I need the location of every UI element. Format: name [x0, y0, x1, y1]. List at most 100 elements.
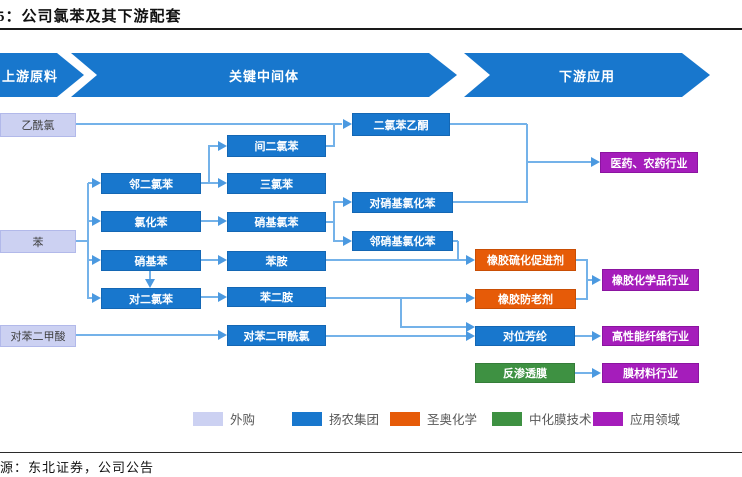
legend-item: 应用领域 — [593, 409, 680, 428]
node-o-dcb: 邻二氯苯 — [101, 173, 201, 194]
arrowhead-right-icon — [466, 331, 475, 341]
connector-line — [208, 145, 220, 147]
legend-swatch — [292, 411, 322, 426]
arrowhead-right-icon — [92, 178, 101, 188]
node-membrane: 膜材料行业 — [602, 363, 699, 383]
connector-line — [76, 240, 89, 242]
legend-item: 外购 — [193, 409, 255, 428]
node-p-dcb: 对二氯苯 — [101, 288, 201, 309]
node-pncb: 对硝基氯化苯 — [352, 192, 453, 213]
node-benzene: 苯 — [0, 230, 76, 253]
node-ro-membrane: 反渗透膜 — [475, 363, 575, 383]
node-ppd: 苯二胺 — [227, 287, 326, 307]
connector-line — [88, 220, 95, 222]
connector-line — [333, 124, 335, 147]
arrowhead-right-icon — [592, 275, 601, 285]
connector-line — [76, 123, 342, 125]
arrowhead-right-icon — [343, 119, 352, 129]
node-dcap: 二氯苯乙酮 — [352, 113, 450, 136]
legend-item: 扬农集团 — [292, 409, 379, 428]
connector-line — [400, 326, 466, 328]
connector-line — [587, 279, 593, 281]
legend-label: 扬农集团 — [329, 413, 380, 427]
connector-line — [457, 241, 459, 261]
stage-banner-downstream: 下游应用 — [464, 53, 710, 97]
connector-line — [201, 182, 209, 184]
legend-label: 圣奥化学 — [427, 413, 478, 427]
connector-line — [453, 240, 458, 242]
legend-swatch — [492, 411, 522, 426]
connector-line — [450, 123, 527, 125]
legend-swatch — [390, 411, 420, 426]
figure-title: 5：公司氯苯及其下游配套 — [0, 9, 182, 25]
arrowhead-right-icon — [218, 330, 227, 340]
connector-line — [333, 201, 345, 203]
arrowhead-right-icon — [466, 322, 475, 332]
arrowhead-right-icon — [218, 141, 227, 151]
legend-label: 应用领域 — [630, 413, 681, 427]
arrowhead-right-icon — [592, 331, 601, 341]
arrowhead-down-icon — [145, 279, 155, 288]
footer-rule — [0, 452, 742, 453]
arrowhead-right-icon — [92, 216, 101, 226]
node-ncb: 硝基氯苯 — [227, 212, 326, 232]
connector-line — [575, 372, 593, 374]
connector-line — [333, 202, 335, 242]
arrowhead-right-icon — [466, 255, 475, 265]
connector-line — [326, 335, 466, 337]
connector-line — [76, 334, 220, 336]
connector-line — [88, 297, 95, 299]
node-aniline: 苯胺 — [227, 251, 326, 271]
node-chlorobenzene: 氯化苯 — [101, 211, 201, 232]
node-acetyl-chloride: 乙酰氯 — [0, 113, 76, 137]
node-m-dcb: 间二氯苯 — [227, 135, 326, 157]
legend-swatch — [593, 411, 623, 426]
connector-line — [576, 298, 588, 300]
connector-line — [526, 124, 528, 203]
connector-line — [326, 145, 334, 147]
connector-line — [576, 259, 588, 261]
node-fiber: 高性能纤维行业 — [602, 326, 699, 346]
connector-line — [400, 297, 402, 328]
arrowhead-right-icon — [591, 157, 600, 167]
connector-line — [333, 240, 345, 242]
connector-line — [208, 182, 220, 184]
legend-label: 外购 — [230, 413, 256, 427]
legend-item: 圣奥化学 — [390, 409, 477, 428]
connector-line — [527, 161, 592, 163]
connector-line — [149, 271, 151, 282]
arrowhead-right-icon — [466, 293, 475, 303]
source-note: 源：东北证券，公司公告 — [0, 460, 155, 475]
connector-line — [201, 220, 220, 222]
node-accelerator: 橡胶硫化促进剂 — [475, 249, 576, 271]
connector-line — [201, 296, 220, 298]
connector-line — [326, 221, 334, 223]
connector-line — [88, 259, 95, 261]
connector-line — [208, 146, 210, 184]
arrowhead-right-icon — [218, 255, 227, 265]
connector-line — [586, 260, 588, 300]
node-rubber-chem: 橡胶化学品行业 — [602, 269, 699, 291]
stage-banner-upstream: 上游原料 — [0, 53, 84, 97]
arrowhead-right-icon — [343, 236, 352, 246]
connector-line — [326, 297, 466, 299]
connector-line — [575, 335, 593, 337]
node-pharma: 医药、农药行业 — [600, 152, 698, 173]
stage-banner-intermediates: 关键中间体 — [71, 53, 457, 97]
title-underline — [0, 28, 742, 30]
node-antioxidant: 橡胶防老剂 — [475, 289, 576, 309]
arrowhead-right-icon — [92, 293, 101, 303]
node-tpc: 对苯二甲酰氯 — [227, 325, 326, 346]
connector-line — [326, 259, 466, 261]
arrowhead-right-icon — [592, 368, 601, 378]
arrowhead-right-icon — [92, 255, 101, 265]
legend-item: 中化膜技术 — [492, 409, 592, 428]
node-nitrobenzene: 硝基苯 — [101, 250, 201, 271]
connector-line — [88, 182, 95, 184]
arrowhead-right-icon — [218, 292, 227, 302]
connector-line — [201, 259, 220, 261]
node-tcb: 三氯苯 — [227, 173, 326, 194]
node-pta: 对苯二甲酸 — [0, 325, 76, 347]
arrowhead-right-icon — [343, 197, 352, 207]
